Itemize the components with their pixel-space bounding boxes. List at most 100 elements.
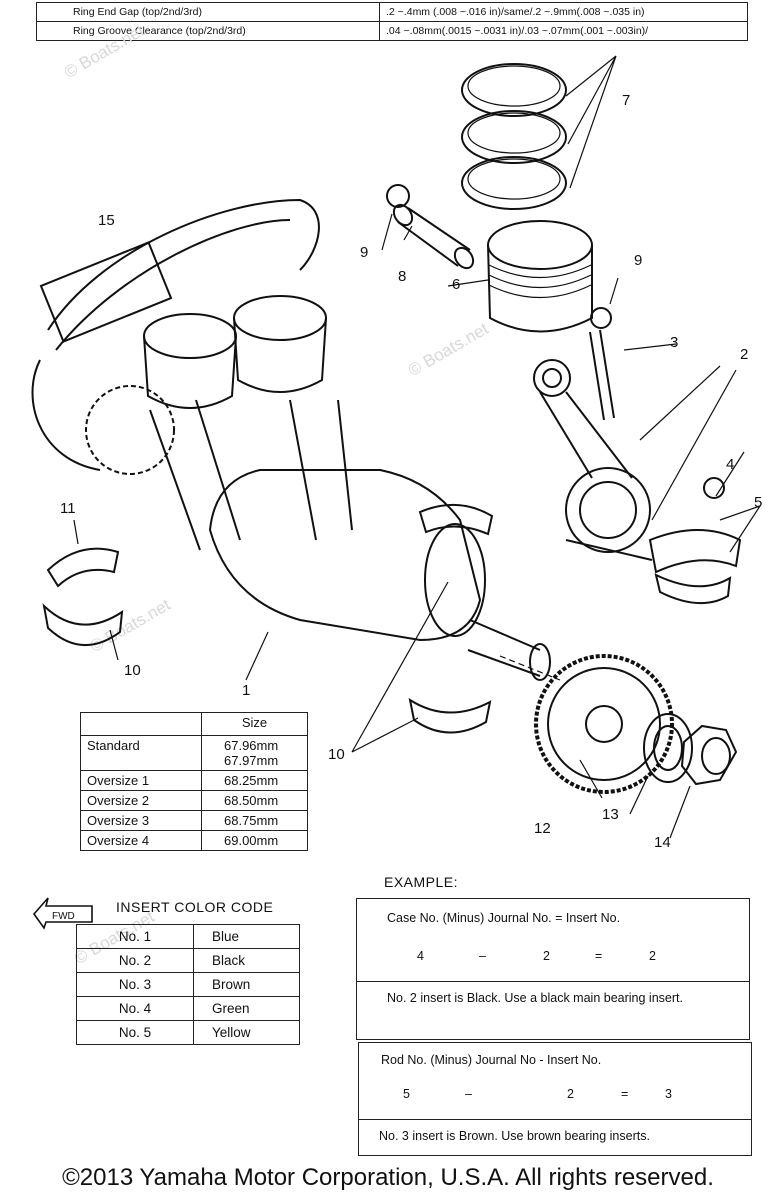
size-header: Size [201,712,308,736]
connecting-rod-illustration [533,359,653,561]
rod-bolt-illustration [589,329,615,421]
primary-gear-illustration [534,654,674,794]
circlip-left-illustration [386,184,410,208]
circlip-right-illustration [590,307,612,329]
main-bearing-10-upper-illustration [418,503,494,536]
timing-chain-illustration [31,198,320,471]
crankshaft-illustration [149,399,551,681]
washer-illustration [643,713,693,783]
size-row: Standard 67.96mm 67.97mm [80,735,308,771]
example-title: EXAMPLE: [384,874,459,890]
single-piston-illustration [487,220,593,333]
callout-11: 11 [60,500,76,517]
size-value: 68.75mm [201,810,308,831]
size-label: Oversize 4 [80,830,202,851]
insert-color: Blue [193,924,300,949]
copyright-notice: ©2013 Yamaha Motor Corporation, U.S.A. A… [62,1164,714,1191]
main-bearing-lower-illustration [42,603,124,646]
insert-number: No. 4 [76,996,194,1021]
piston-pair-illustration [143,295,327,409]
example-equals: = [595,949,603,963]
insert-number: No. 2 [76,948,194,973]
callout-6: 6 [452,276,461,293]
insert-number: No. 1 [76,924,194,949]
size-label: Standard [80,735,202,771]
insert-number: No. 5 [76,1020,194,1045]
color-code-row: No. 4 Green [76,996,300,1021]
color-code-row: No. 1 Blue [76,924,300,949]
example-box-rod: Rod No. (Minus) Journal No - Insert No. … [358,1042,752,1156]
insert-number: No. 3 [76,972,194,997]
spec-value: .04 ~.08mm(.0015 ~.0031 in)/.03 ~.07mm(.… [379,21,748,41]
fwd-label: FWD [52,911,75,922]
crankshaft-size-table: Size Standard 67.96mm 67.97mm Oversize 1… [80,712,308,851]
insert-color: Brown [193,972,300,997]
main-bearing-10-lower-illustration [408,697,492,734]
callout-3: 3 [670,334,679,351]
example-formula: Case No. (Minus) Journal No. = Insert No… [387,911,621,925]
size-label: Oversize 2 [80,790,202,811]
example-formula: Rod No. (Minus) Journal No - Insert No. [381,1053,602,1067]
example-term-b: 2 [543,949,550,963]
piston-rings-illustration [461,63,567,210]
example-divider [357,981,749,982]
size-value: 69.00mm [201,830,308,851]
callout-7: 7 [622,92,631,109]
size-value-line: 67.97mm [224,753,279,768]
color-code-row: No. 2 Black [76,948,300,973]
size-label: Oversize 1 [80,770,202,791]
exploded-crankshaft-drawing: FWD [31,55,761,930]
size-value: 67.96mm 67.97mm [201,735,308,771]
callout-12: 12 [534,820,551,837]
insert-color: Black [193,948,300,973]
callout-5: 5 [754,494,763,511]
rod-bearing-upper-illustration [648,529,742,574]
example-result: 2 [649,949,656,963]
example-term-a: 5 [403,1087,410,1101]
example-term-b: 2 [567,1087,574,1101]
insert-color-code-table: No. 1 Blue No. 2 Black No. 3 Brown No. 4… [76,924,300,1045]
callout-4: 4 [726,456,735,473]
callout-10-center: 10 [328,746,345,763]
example-note: No. 2 insert is Black. Use a black main … [387,991,683,1005]
callout-9-left: 9 [360,244,369,261]
rod-nut-illustration [703,477,725,499]
example-divider [359,1119,751,1120]
color-code-row: No. 3 Brown [76,972,300,997]
callout-2: 2 [740,346,749,363]
callout-10-left: 10 [124,662,141,679]
example-box-case: Case No. (Minus) Journal No. = Insert No… [356,898,750,1040]
main-bearing-upper-illustration [46,547,120,588]
insert-color: Green [193,996,300,1021]
ring-spec-table: Ring End Gap (top/2nd/3rd) .2 ~.4mm (.00… [36,2,748,41]
gear-nut-illustration [680,724,738,786]
callout-15: 15 [98,212,115,229]
size-value: 68.25mm [201,770,308,791]
size-label: Oversize 3 [80,810,202,831]
callout-14: 14 [654,834,671,851]
spec-row: Ring Groove Clearance (top/2nd/3rd) .04 … [36,21,748,41]
size-value-line: 67.96mm [224,738,279,753]
callout-8: 8 [398,268,407,285]
size-header-row: Size [80,712,308,736]
size-row: Oversize 3 68.75mm [80,810,308,831]
fwd-arrow-icon [32,897,93,930]
size-row: Oversize 4 69.00mm [80,830,308,851]
example-equals: = [621,1087,629,1101]
example-note: No. 3 insert is Brown. Use brown bearing… [379,1129,650,1143]
cam-sprocket-illustration [85,385,175,475]
example-term-a: 4 [417,949,424,963]
insert-color-code-title: INSERT COLOR CODE [116,899,274,915]
insert-color: Yellow [193,1020,300,1045]
example-result: 3 [665,1087,672,1101]
color-code-row: No. 5 Yellow [76,1020,300,1045]
callout-9-right: 9 [634,252,643,269]
spec-label: Ring Groove Clearance (top/2nd/3rd) [36,21,380,41]
size-row: Oversize 2 68.50mm [80,790,308,811]
callout-13: 13 [602,806,619,823]
callout-1: 1 [242,682,251,699]
example-minus: – [465,1087,472,1101]
size-value: 68.50mm [201,790,308,811]
example-minus: – [479,949,486,963]
